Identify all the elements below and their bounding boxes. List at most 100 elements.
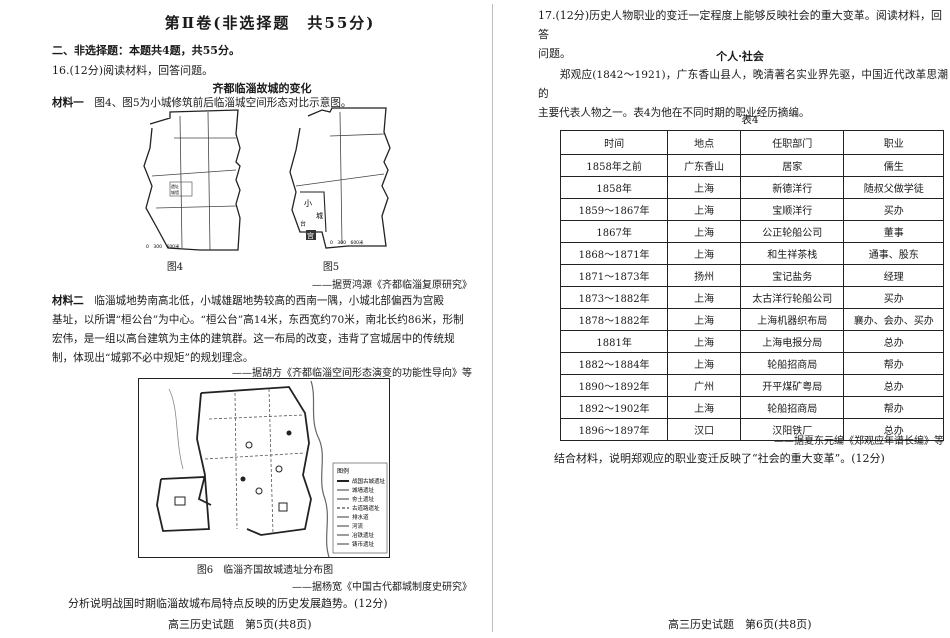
table-row: 1873～1882年上海太古洋行轮船公司买办	[559, 286, 944, 309]
table-cell: 1858年之前	[559, 154, 669, 177]
left-page: 第Ⅱ卷(非选择题 共55分) 二、非选择题：本题共4题，共55分。 16.(12…	[52, 14, 472, 631]
table-cell: 1881年	[559, 330, 669, 353]
table-row: 1858年之前广东香山居家儒生	[559, 154, 944, 177]
table-row: 1859～1867年上海宝顺洋行买办	[559, 198, 944, 221]
legend-entry: 战国古城遗址	[352, 477, 386, 485]
header-time: 时间	[559, 130, 669, 155]
figure-6-caption: 图6 临淄齐国故城遗址分布图	[196, 565, 334, 576]
material-1-label: 材料一	[52, 97, 84, 109]
material-2-line-2: 基址，以所谓“桓公台”为中心。“桓公台”高14米，东西宽约70米，南北长约86米…	[52, 314, 464, 326]
figure-4-scale: 0 300 600米	[146, 243, 180, 250]
table-cell: 开平煤矿粤局	[739, 374, 845, 397]
table-row: 1882～1884年上海轮船招商局帮办	[559, 352, 944, 375]
table-cell: 宝记盐务	[739, 264, 845, 287]
table-cell: 随叔父做学徒	[843, 176, 944, 199]
table-cell: 1871～1873年	[559, 264, 669, 287]
material-2: 材料二 临淄城地势南高北低，小城雄踞地势较高的西南一隅，小城北部偏西为宫殿 基址…	[52, 292, 472, 368]
q17-heading: 个人·社会	[716, 50, 764, 63]
right-page: 17.(12分)历史人物职业的变迁一定程度上能够反映社会的重大变革。阅读材料，回…	[490, 0, 950, 638]
table-row: 1896～1897年汉口汉阳铁厂总办	[559, 418, 944, 441]
material-2-label: 材料二	[52, 295, 84, 307]
table-row: 1881年上海上海电报分局总办	[559, 330, 944, 353]
figure-5-label-city: 城	[316, 212, 323, 220]
table-cell: 上海	[667, 242, 741, 265]
figure-5-label-platform: 台	[300, 220, 306, 228]
figure-5-label-palace: 宫	[307, 231, 314, 240]
table-cell: 上海	[667, 176, 741, 199]
legend-entry: 铸币遗址	[352, 540, 375, 548]
table-row: 1878～1882年上海上海机器织布局襄办、会办、买办	[559, 308, 944, 331]
header-place: 地点	[667, 130, 741, 155]
right-footer: 高三历史试题 第6页(共8页)	[668, 618, 812, 631]
table-row: 1858年上海新德洋行随叔父做学徒	[559, 176, 944, 199]
table-citation: ——据夏东元编《郑观应年谱长编》等	[774, 436, 944, 447]
legend-entry: 河流	[352, 522, 364, 530]
q16-heading: 齐都临淄故城的变化	[212, 82, 312, 95]
table-title: 表4	[741, 114, 759, 126]
q17-task: 结合材料，说明郑观应的职业变迁反映了“社会的重大变革”。(12分)	[554, 452, 885, 465]
table-cell: 上海	[667, 308, 741, 331]
left-footer: 高三历史试题 第5页(共8页)	[168, 618, 312, 631]
table-row: 1871～1873年扬州宝记盐务经理	[559, 264, 944, 287]
table-row: 1867年上海公正轮船公司董事	[559, 220, 944, 243]
table-cell: 1873～1882年	[559, 286, 669, 309]
table-row: 1868～1871年上海和生祥茶栈通事、股东	[559, 242, 944, 265]
table-cell: 1859～1867年	[559, 198, 669, 221]
table-cell: 和生祥茶栈	[739, 242, 845, 265]
table-cell: 总办	[843, 374, 944, 397]
table-cell: 上海机器织布局	[739, 308, 845, 331]
intro-line-1: 郑观应(1842～1921)，广东香山县人，晚清著名实业界先驱，中国近代改革思潮…	[538, 69, 948, 100]
table-cell: 新德洋行	[739, 176, 845, 199]
table-cell: 通事、股东	[843, 242, 944, 265]
section-heading: 二、非选择题：本题共4题，共55分。	[52, 44, 240, 57]
figure-5-caption: 图5	[322, 262, 340, 273]
svg-text:城墙: 城墙	[171, 189, 179, 195]
q17-intro-line-2: 问题。	[538, 47, 571, 60]
figure-5-map: 小 城 台 宫 0 300 600米	[286, 106, 398, 256]
table-cell: 1892～1902年	[559, 396, 669, 419]
q17-intro-paragraph: 郑观应(1842～1921)，广东香山县人，晚清著名实业界先驱，中国近代改革思潮…	[538, 66, 948, 123]
q16-task: 分析说明战国时期临淄故城布局特点反映的历史发展趋势。(12分)	[68, 597, 388, 610]
table-cell: 经理	[843, 264, 944, 287]
table-cell: 1868～1871年	[559, 242, 669, 265]
legend-entry: 城墙遗址	[352, 486, 375, 494]
table-cell: 1896～1897年	[559, 418, 669, 441]
table-cell: 居家	[739, 154, 845, 177]
legend-entry: 排水道	[352, 513, 369, 521]
table-cell: 汉阳铁厂	[739, 418, 845, 441]
table-cell: 总办	[843, 330, 944, 353]
header-department: 任职部门	[739, 130, 845, 155]
table-cell: 汉口	[667, 418, 741, 441]
table-cell: 上海	[667, 286, 741, 309]
table-cell: 买办	[843, 198, 944, 221]
figure-4-map: 遗址 城墙 0 300 600米	[140, 108, 250, 258]
figure-4-caption: 图4	[166, 262, 184, 273]
legend-entry: 古道路遗址	[352, 504, 380, 512]
table-cell: 轮船招商局	[739, 396, 845, 419]
material-2-line-1: 临淄城地势南高北低，小城雄踞地势较高的西南一隅，小城北部偏西为宫殿	[83, 295, 444, 307]
table-cell: 1858年	[559, 176, 669, 199]
table-cell: 1878～1882年	[559, 308, 669, 331]
material-1-text: 图4、图5为小城修筑前后临淄城空间形态对比示意图。	[83, 97, 352, 109]
table-cell: 董事	[843, 220, 944, 243]
figure-5-scale: 0 300 600米	[330, 239, 364, 246]
figure-6-legend-title: 图例	[337, 467, 349, 475]
figure-4-5-citation: ——据贾鸿源《齐都临淄复原研究》	[312, 280, 472, 291]
table-cell: 儒生	[843, 154, 944, 177]
table-cell: 太古洋行轮船公司	[739, 286, 845, 309]
header-occupation: 职业	[843, 130, 944, 155]
q16-intro: 16.(12分)阅读材料，回答问题。	[52, 64, 214, 77]
table-cell: 帮办	[843, 352, 944, 375]
table-cell: 轮船招商局	[739, 352, 845, 375]
svg-text:遗址: 遗址	[171, 183, 179, 189]
table-cell: 广东香山	[667, 154, 741, 177]
legend-entry: 夯土遗址	[352, 495, 375, 503]
q17-intro-line-1: 17.(12分)历史人物职业的变迁一定程度上能够反映社会的重大变革。阅读材料，回…	[538, 9, 942, 41]
figure-6-map: 图例 战国古城遗址城墙遗址夯土遗址古道路遗址排水道河流冶铁遗址铸币遗址	[138, 378, 390, 558]
table-cell: 上海	[667, 330, 741, 353]
table-row: 1890～1892年广州开平煤矿粤局总办	[559, 374, 944, 397]
q17-intro: 17.(12分)历史人物职业的变迁一定程度上能够反映社会的重大变革。阅读材料，回…	[538, 6, 942, 63]
